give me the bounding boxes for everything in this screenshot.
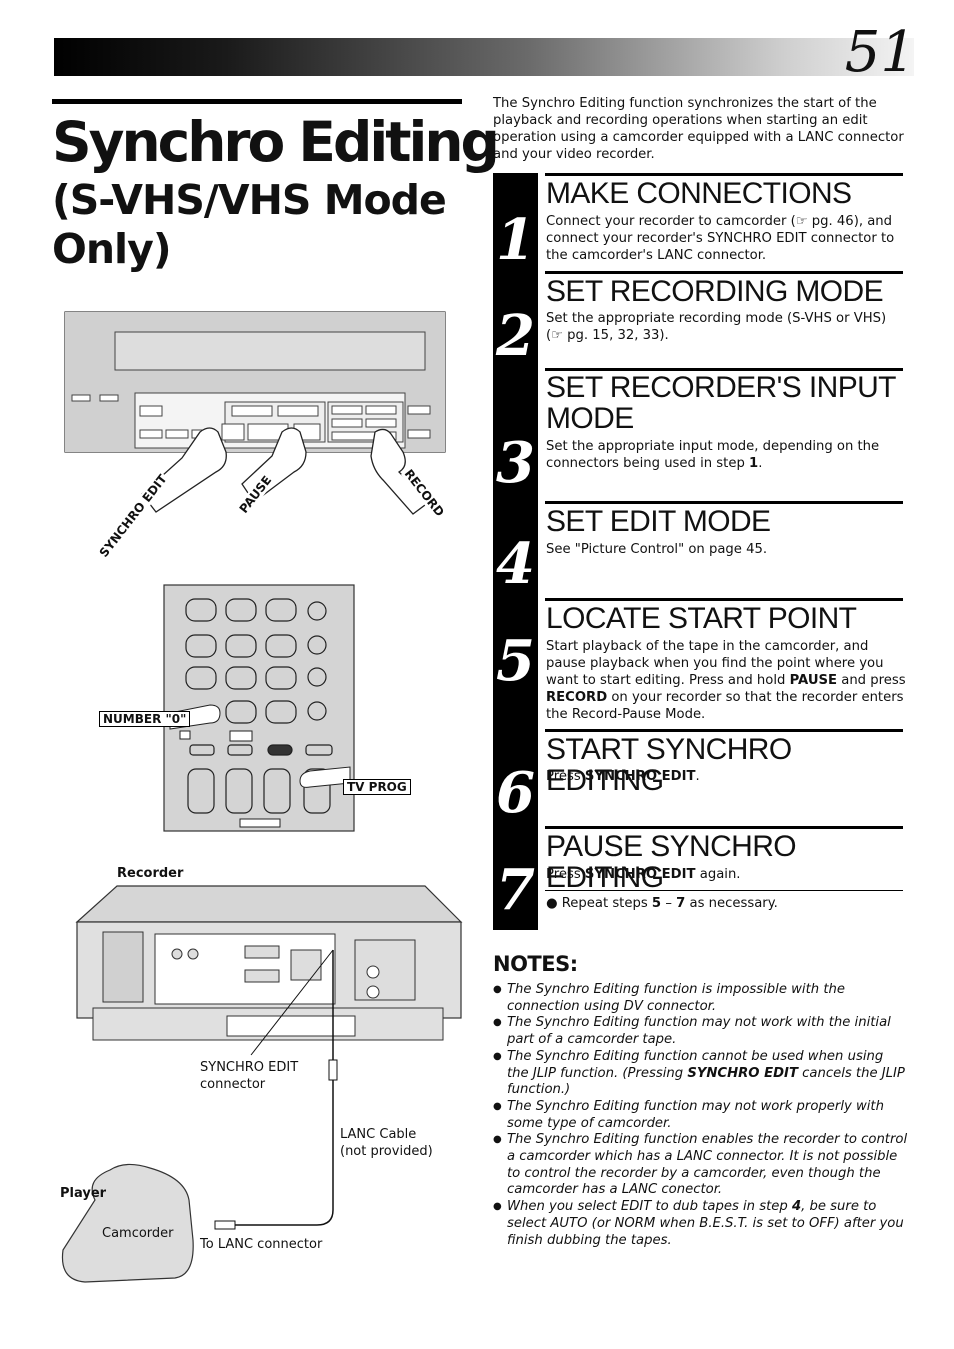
number-0-label: NUMBER "0" — [99, 711, 191, 727]
recorder-label: Recorder — [117, 866, 184, 881]
player-label: Player — [60, 1186, 107, 1201]
step-1-body: Connect your recorder to camcorder (☞ pg… — [546, 214, 895, 263]
step-3-body: Set the appropriate input mode, dependin… — [546, 439, 880, 471]
page-number: 51 — [844, 20, 916, 85]
note-item: The Synchro Editing function is impossib… — [493, 982, 908, 1015]
step-rule — [545, 173, 903, 176]
page-subtitle: (S-VHS/VHS Mode Only) — [52, 176, 447, 273]
step-rule — [545, 598, 903, 601]
step-4-body: See "Picture Control" on page 45. — [546, 542, 768, 557]
connection-diagram-illustration — [61, 885, 463, 1283]
camcorder-label: Camcorder — [102, 1226, 174, 1241]
step-5-heading: LOCATE START POINT — [546, 602, 857, 635]
tv-prog-label: TV PROG — [343, 779, 411, 795]
step-2-body: Set the appropriate recording mode (S-VH… — [546, 311, 887, 343]
step-number-bar — [493, 173, 538, 930]
to-lanc-connector-label: To LANC connector — [200, 1237, 323, 1252]
step-1-heading: MAKE CONNECTIONS — [546, 177, 852, 210]
step-7-heading: PAUSE SYNCHRO EDITING — [546, 830, 797, 894]
intro-paragraph: The Synchro Editing function synchronize… — [493, 96, 904, 162]
step-6-heading: START SYNCHRO EDITING — [546, 733, 792, 797]
step-4-number: 4 — [496, 531, 535, 597]
note-item: When you select EDIT to dub tapes in ste… — [493, 1199, 908, 1249]
step-5-body: Start playback of the tape in the camcor… — [546, 639, 906, 722]
lanc-cable-label: LANC Cable (not provided) — [340, 1127, 433, 1159]
step-3-number: 3 — [496, 430, 535, 496]
notes-title: NOTES: — [493, 952, 578, 976]
step-2-heading: SET RECORDING MODE — [546, 275, 884, 308]
header-gradient-bar — [54, 38, 914, 76]
step-rule — [545, 729, 903, 732]
note-item: The Synchro Editing function may not wor… — [493, 1099, 908, 1132]
step-2-number: 2 — [496, 303, 535, 369]
step-rule — [545, 826, 903, 829]
step-rule — [545, 271, 903, 274]
step-3-heading: SET RECORDER'S INPUT MODE — [546, 371, 896, 435]
repeat-note: ● Repeat steps 5 – 7 as necessary. — [546, 896, 778, 911]
step-1-number: 1 — [496, 207, 535, 273]
notes-list: The Synchro Editing function is impossib… — [493, 982, 908, 1249]
note-item: The Synchro Editing function cannot be u… — [493, 1049, 908, 1099]
note-item: The Synchro Editing function enables the… — [493, 1132, 908, 1199]
divider — [545, 890, 903, 891]
page-title: Synchro Editing — [52, 110, 500, 174]
remote-control-illustration — [163, 584, 355, 832]
step-6-number: 6 — [496, 760, 535, 826]
synchro-edit-connector-label: SYNCHRO EDIT connector — [200, 1060, 299, 1092]
note-item: The Synchro Editing function may not wor… — [493, 1015, 908, 1048]
title-rule — [52, 99, 462, 104]
step-rule — [545, 501, 903, 504]
step-5-number: 5 — [496, 628, 535, 694]
step-4-heading: SET EDIT MODE — [546, 505, 771, 538]
step-7-number: 7 — [496, 857, 535, 923]
step-6-body: Press SYNCHRO EDIT. — [546, 769, 700, 784]
step-7-body: Press SYNCHRO EDIT again. — [546, 867, 741, 882]
recorder-front-panel-illustration — [64, 311, 446, 515]
step-rule — [545, 368, 903, 371]
